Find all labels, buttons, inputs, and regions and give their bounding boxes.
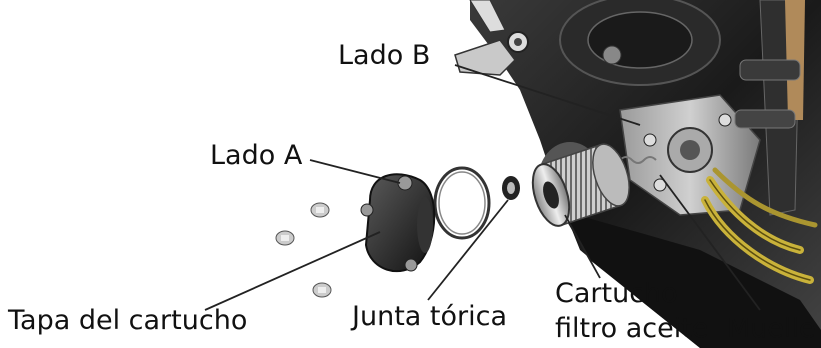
bolt [275, 230, 295, 246]
oil-filter-cartridge [531, 142, 630, 227]
leader-lado-a [309, 159, 401, 184]
label-cartucho-line1: Cartucho [555, 278, 678, 309]
o-ring [433, 166, 491, 240]
label-cartucho-line2: filtro aceite [555, 313, 709, 344]
bolts [275, 202, 332, 298]
cartridge-cover [360, 173, 436, 272]
leader-muelle [659, 174, 761, 311]
label-junta-torica: Junta tórica [352, 301, 507, 332]
bolt [310, 202, 330, 218]
leader-tapa [204, 231, 381, 311]
hoses [701, 167, 818, 284]
leader-cartucho [564, 214, 601, 279]
bolt [312, 282, 332, 298]
spring [619, 156, 657, 164]
leader-junta [427, 199, 509, 301]
label-lado-a: Lado A [210, 140, 303, 171]
label-tapa-cartucho: Tapa del cartucho [8, 305, 248, 336]
leader-lines [204, 64, 761, 311]
label-muelle: Muelle [727, 313, 816, 344]
engine-block [454, 0, 821, 348]
label-lado-b: Lado B [338, 40, 431, 71]
washer [502, 176, 520, 200]
leader-lado-b [454, 64, 641, 126]
